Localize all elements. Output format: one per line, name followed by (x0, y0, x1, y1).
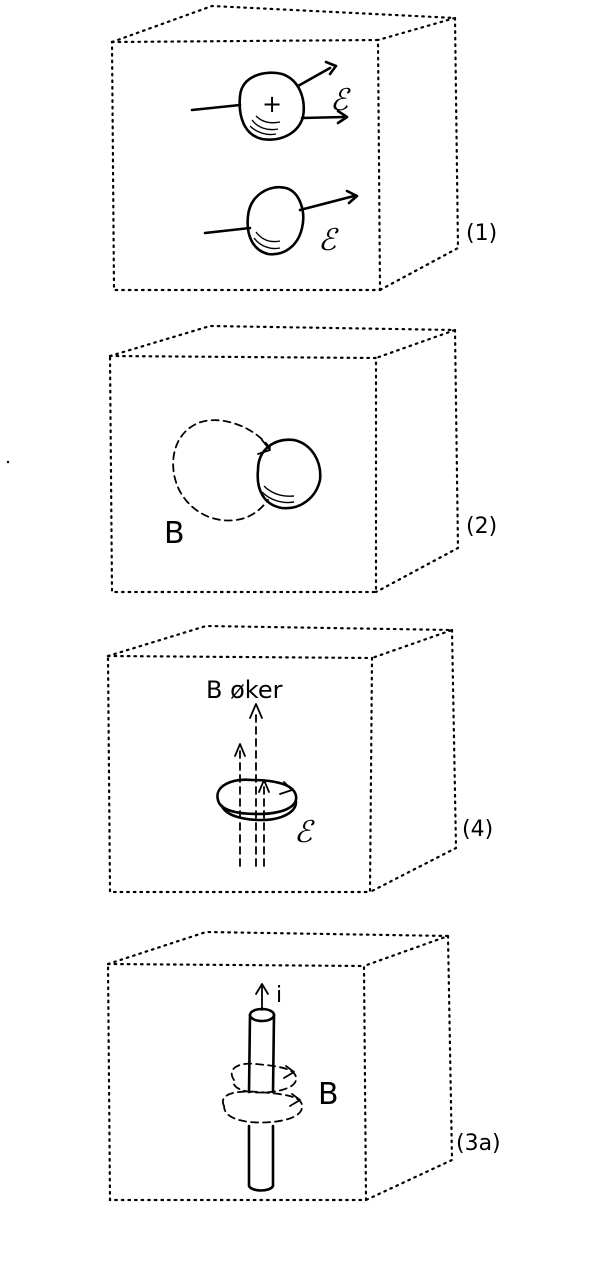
epsilon-induced: ℰ (294, 815, 315, 850)
panel-1-box (110, 4, 460, 292)
current-wire (247, 983, 276, 1192)
panel-1: + ℰ ℰ (1) (110, 4, 497, 292)
panel-4: B øker ℰ (4) (106, 624, 493, 894)
panel-3a-box (106, 930, 454, 1202)
changing-field-lines (234, 703, 270, 867)
panel-4-label: (4) (462, 817, 493, 842)
neutral-sphere: ℰ (203, 185, 359, 258)
panel-3a-label: (3a) (456, 1131, 501, 1156)
induced-emf-loop (216, 778, 298, 822)
charged-sphere: + ℰ (190, 60, 351, 141)
panel-1-label: (1) (466, 221, 497, 246)
current-i-label: i (276, 983, 282, 1008)
plus-sign: + (262, 90, 282, 118)
panel-2: B (2) (108, 324, 497, 594)
epsilon-bottom: ℰ (318, 223, 339, 258)
b-increasing-label: B øker (206, 676, 283, 704)
magnetic-dipole-sphere (172, 419, 322, 522)
field-b-label: B (164, 516, 185, 551)
epsilon-top: ℰ (330, 83, 351, 118)
field-b-label-3a: B (318, 1077, 339, 1112)
panel-2-box (108, 324, 460, 594)
panel-2-label: (2) (466, 514, 497, 539)
panel-4-box (106, 624, 458, 894)
magnetic-field-loops (221, 1062, 303, 1124)
panel-3a: i B (3a) (106, 930, 501, 1202)
stray-mark (6, 460, 10, 464)
